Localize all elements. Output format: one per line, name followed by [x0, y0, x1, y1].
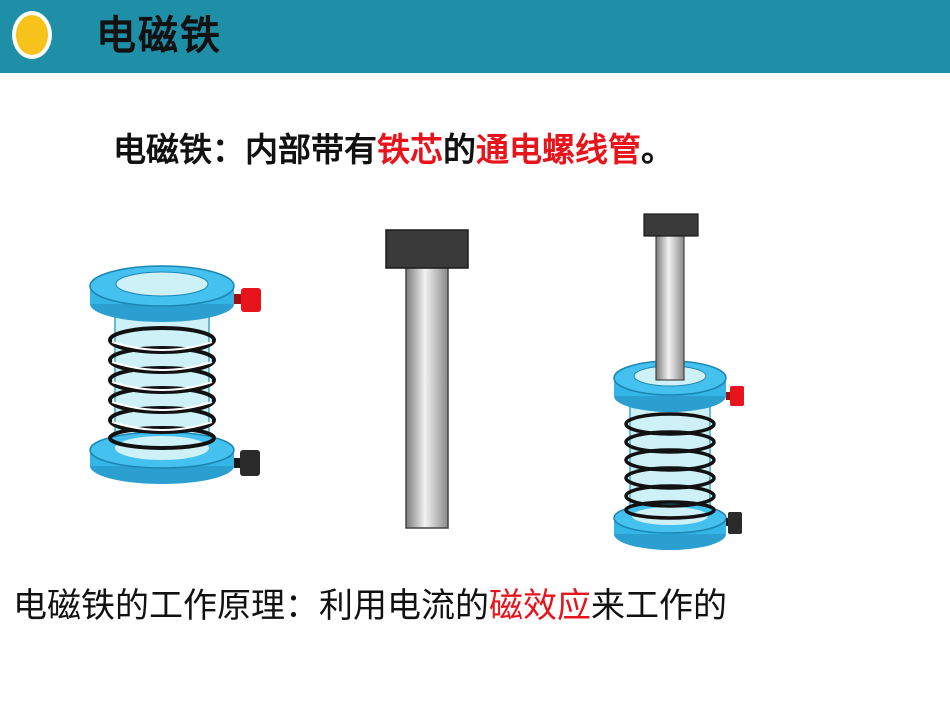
definition-suffix: 。	[641, 130, 674, 169]
principle-text: 电磁铁的工作原理：利用电流的磁效应来工作的	[13, 583, 727, 629]
definition-highlight-iron-core: 铁芯	[377, 130, 443, 169]
definition-text: 电磁铁：内部带有铁芯的通电螺线管。	[113, 128, 674, 172]
definition-highlight-solenoid: 通电螺线管	[476, 130, 641, 169]
iron-core-rod-figure	[385, 229, 469, 529]
page-title: 电磁铁	[96, 13, 222, 59]
principle-prefix: 电磁铁的工作原理：利用电流的	[13, 586, 489, 626]
definition-middle: 的	[443, 130, 476, 169]
definition-prefix: 电磁铁：内部带有	[113, 130, 377, 169]
solenoid-coil-figure	[89, 265, 261, 484]
electromagnet-figure	[613, 213, 744, 550]
header-bar: 电磁铁	[0, 0, 950, 73]
bullet-circle-icon	[12, 11, 52, 59]
principle-suffix: 来工作的	[591, 586, 727, 626]
principle-highlight-magnetic-effect: 磁效应	[489, 586, 591, 626]
